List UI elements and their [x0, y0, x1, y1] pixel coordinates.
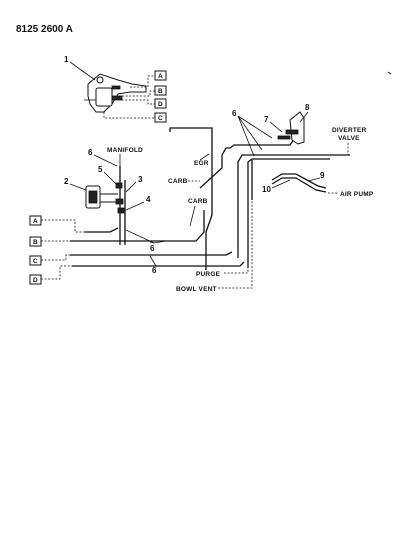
air-pump-label: AIR PUMP — [340, 191, 374, 198]
purge-leader — [224, 268, 249, 274]
tube-diverter-line — [237, 154, 350, 258]
callout-1: 1 — [64, 55, 69, 64]
callout-2: 2 — [64, 177, 69, 186]
callout-6-lowest: 6 — [152, 266, 157, 275]
callout-7: 7 — [264, 115, 269, 124]
leader-6b — [237, 115, 263, 151]
diverter-valve-label-line2: VALVE — [338, 135, 360, 142]
link-d-bottom — [41, 265, 72, 280]
connector-key-a-top: A — [154, 70, 167, 81]
egr-tube — [169, 127, 213, 270]
bowl-vent-label: BOWL VENT — [176, 286, 217, 293]
tube-purge — [247, 158, 330, 268]
carb-upper-label: CARB — [168, 178, 188, 185]
leader-5 — [103, 171, 117, 185]
leader-6g — [149, 255, 157, 267]
callout-3: 3 — [138, 175, 143, 184]
link-b-top — [122, 90, 155, 97]
leader-7 — [269, 121, 283, 133]
egr-label: EGR — [194, 160, 209, 167]
diagram-code: 8125 2600 A — [16, 24, 73, 35]
air-pump-hose — [271, 173, 327, 189]
link-a-top — [130, 75, 155, 88]
hose-a — [85, 227, 119, 233]
svg-text:C: C — [33, 258, 38, 265]
tube-to-diverter-top — [199, 129, 301, 189]
carb-lower-leader — [189, 205, 196, 227]
fitting-4 — [117, 207, 125, 214]
callout-6-lower: 6 — [150, 244, 155, 253]
solenoid-icon — [85, 185, 118, 209]
vacuum-valve-icon — [84, 73, 147, 113]
svg-text:D: D — [33, 277, 38, 284]
leader-2 — [69, 183, 87, 191]
connector-key-c-bottom: C — [29, 255, 42, 266]
callout-8: 8 — [305, 103, 310, 112]
leader-4 — [125, 201, 145, 211]
egr-leader — [199, 153, 210, 161]
leader-6f — [153, 240, 167, 244]
svg-text:C: C — [158, 115, 163, 122]
leader-9 — [307, 177, 321, 182]
callout-5: 5 — [98, 165, 103, 174]
callout-4: 4 — [146, 195, 151, 204]
fitting-tee — [115, 198, 124, 205]
diverter-valve-label-line1: DIVERTER — [332, 127, 367, 134]
callout-10: 10 — [262, 185, 271, 194]
hose-c — [70, 251, 233, 256]
leader-6a — [237, 115, 273, 139]
connector-key-d-top: D — [154, 98, 167, 109]
leader-3 — [125, 181, 137, 193]
link-d-top — [118, 99, 155, 105]
link-c-bottom — [41, 254, 70, 261]
hose-b — [70, 210, 205, 242]
svg-text:A: A — [158, 73, 163, 80]
connector-key-b-bottom: B — [29, 236, 42, 247]
carb-lower-label: CARB — [188, 198, 208, 205]
svg-text:D: D — [158, 101, 163, 108]
leader-6c — [237, 115, 255, 157]
callout-6-manifold: 6 — [88, 148, 93, 157]
svg-text:B: B — [33, 239, 38, 246]
svg-text:B: B — [158, 88, 163, 95]
leader-8 — [299, 111, 309, 123]
purge-label: PURGE — [196, 271, 221, 278]
leader-6d — [125, 229, 155, 244]
callout-6-top: 6 — [232, 109, 237, 118]
connector-key-b-top: B — [154, 85, 167, 96]
air-pump-hose-2 — [271, 177, 327, 193]
callout-9: 9 — [320, 171, 325, 180]
leader-6e — [149, 241, 155, 244]
connector-key-d-bottom: D — [29, 274, 42, 285]
fitting-5 — [115, 182, 123, 189]
bowl-vent-leader — [218, 200, 253, 289]
tick-mark — [387, 71, 392, 75]
manifold-label: MANIFOLD — [107, 147, 143, 154]
svg-text:A: A — [33, 218, 38, 225]
leader-1 — [69, 61, 96, 81]
link-a-bottom — [41, 219, 85, 233]
hose-d — [72, 261, 245, 267]
connector-key-c-top: C — [154, 112, 167, 123]
leader-10 — [271, 179, 291, 189]
link-c-top — [103, 112, 155, 119]
diverter-leader — [340, 143, 349, 156]
leader-6-manifold — [93, 154, 118, 167]
connector-key-a-bottom: A — [29, 215, 42, 226]
bracket-icon — [277, 111, 305, 145]
